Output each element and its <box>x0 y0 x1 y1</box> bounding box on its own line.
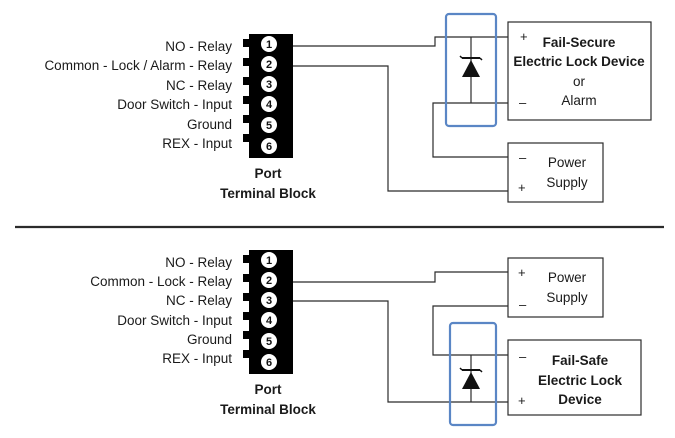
bottom-block-title-port: Port <box>255 382 283 397</box>
bottom-pin-2: 2 <box>266 275 272 287</box>
top-diagram: NO - Relay Common - Lock / Alarm - Relay… <box>44 12 652 203</box>
bottom-power-supply-box <box>507 257 604 318</box>
top-fail-secure-device-box <box>507 21 652 121</box>
bottom-device-line1: Fail-Safe <box>552 353 609 368</box>
top-label-door-switch: Door Switch - Input <box>117 97 232 112</box>
top-power-plus: + <box>518 180 526 195</box>
top-wire-no-relay <box>293 36 508 47</box>
top-device-minus: – <box>519 95 527 110</box>
bottom-power-line1: Power <box>548 270 587 285</box>
bottom-pin-1: 1 <box>266 255 272 267</box>
bottom-device-line3: Device <box>558 392 602 407</box>
top-label-rex-input: REX - Input <box>162 136 232 151</box>
top-block-title-terminal: Terminal Block <box>220 186 316 201</box>
bottom-device-minus: – <box>519 349 527 364</box>
bottom-tvs-diode-icon <box>459 367 483 389</box>
bottom-power-line2: Supply <box>546 290 588 305</box>
bottom-wire-nc-relay <box>293 300 508 403</box>
bottom-power-plus: + <box>518 265 526 280</box>
bottom-device-plus: + <box>518 393 526 408</box>
bottom-label-rex-input: REX - Input <box>162 351 232 366</box>
top-diode-highlight <box>444 12 498 128</box>
top-pin-2: 2 <box>266 59 272 71</box>
top-device-plus: + <box>520 29 528 44</box>
top-power-line2: Supply <box>546 175 588 190</box>
top-label-ground: Ground <box>187 117 232 132</box>
top-device-line3: or <box>573 74 586 89</box>
bottom-device-line2: Electric Lock <box>538 373 623 388</box>
bottom-diagram: NO - Relay Common - Lock - Relay NC - Re… <box>90 250 642 427</box>
bottom-label-door-switch: Door Switch - Input <box>117 313 232 328</box>
top-label-nc-relay: NC - Relay <box>166 78 232 93</box>
bottom-pin-5: 5 <box>266 336 272 348</box>
top-pin-1: 1 <box>266 39 272 51</box>
bottom-label-nc-relay: NC - Relay <box>166 293 232 308</box>
bottom-label-ground: Ground <box>187 332 232 347</box>
top-device-line2: Electric Lock Device <box>513 54 645 69</box>
bottom-power-minus: – <box>519 297 527 312</box>
top-device-line1: Fail-Secure <box>543 35 616 50</box>
bottom-fail-safe-device-box <box>507 339 642 416</box>
top-device-line4: Alarm <box>561 93 596 108</box>
top-pin-3: 3 <box>266 79 272 91</box>
bottom-terminal-block: 1 2 3 4 5 6 <box>243 250 293 374</box>
bottom-label-no-relay: NO - Relay <box>165 255 232 270</box>
bottom-pin-3: 3 <box>266 295 272 307</box>
top-pin-4: 4 <box>266 99 273 111</box>
top-power-minus: – <box>519 150 527 165</box>
bottom-wire-common-relay <box>293 271 508 283</box>
top-label-no-relay: NO - Relay <box>165 39 232 54</box>
bottom-pin-6: 6 <box>266 357 272 369</box>
top-power-line1: Power <box>548 155 587 170</box>
top-pin-6: 6 <box>266 141 272 153</box>
top-wire-common-relay <box>293 65 508 192</box>
bottom-diode-highlight <box>448 321 498 427</box>
bottom-block-title-terminal: Terminal Block <box>220 402 316 417</box>
top-label-common-relay: Common - Lock / Alarm - Relay <box>44 58 232 73</box>
top-pin-5: 5 <box>266 120 272 132</box>
bottom-label-common-relay: Common - Lock - Relay <box>90 274 232 289</box>
top-tvs-diode-icon <box>459 55 483 77</box>
top-block-title-port: Port <box>255 166 283 181</box>
top-terminal-block: 1 2 3 4 5 6 <box>243 34 293 158</box>
bottom-pin-4: 4 <box>266 315 273 327</box>
top-power-supply-box <box>507 142 604 203</box>
